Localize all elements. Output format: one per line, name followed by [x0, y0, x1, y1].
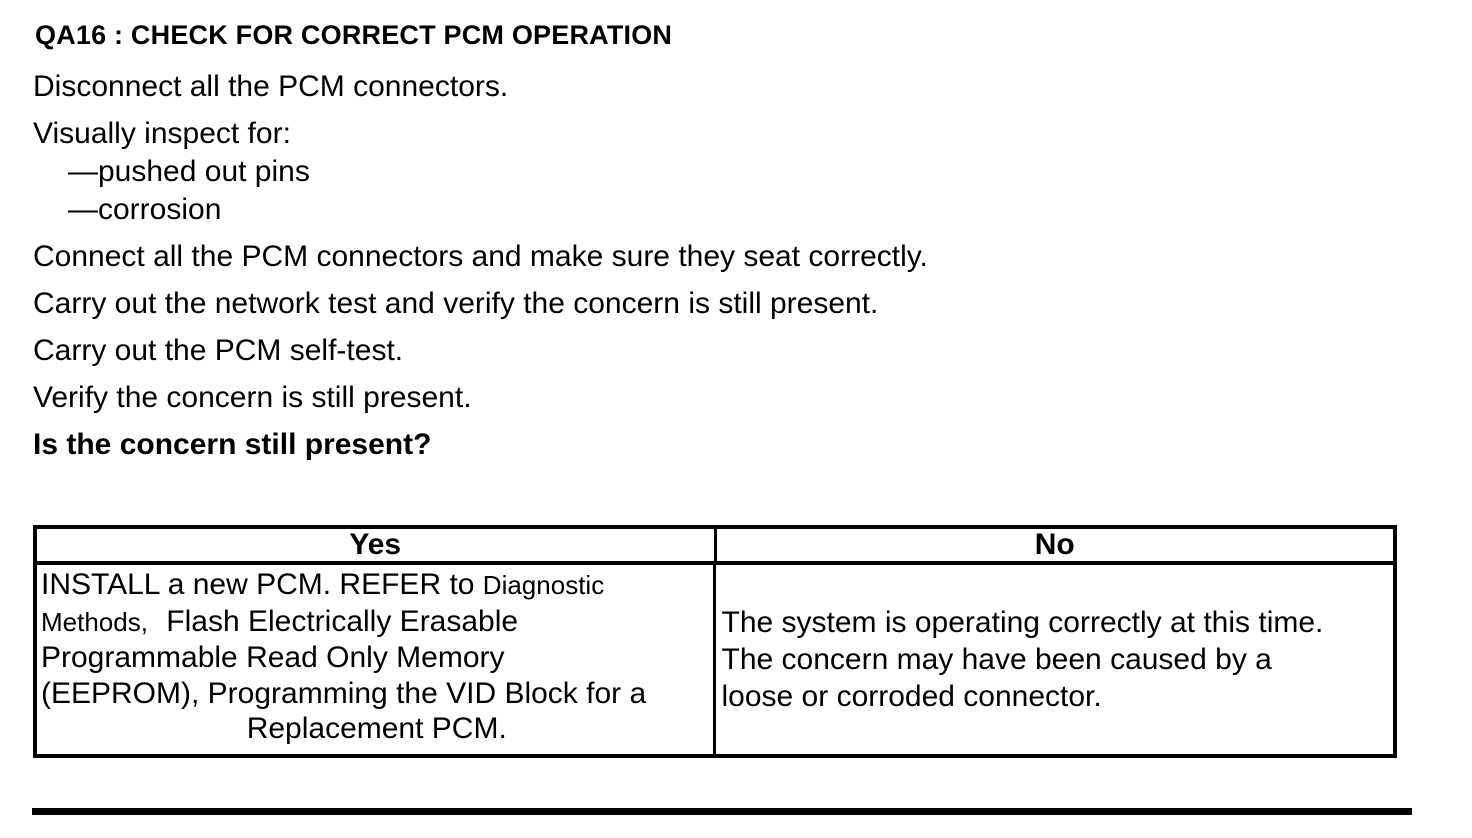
yes-action-line: (EEPROM), Programming the VID Block for … — [41, 676, 647, 710]
procedure-content: QA16 : CHECK FOR CORRECT PCM OPERATION D… — [33, 0, 1413, 758]
no-action-line: loose or corroded connector. — [721, 680, 1102, 713]
step-verify: Verify the concern is still present. — [33, 381, 472, 414]
yes-column-header: Yes — [37, 528, 717, 561]
yes-action-line: Replacement PCM. — [246, 712, 507, 745]
procedure-heading: QA16 : CHECK FOR CORRECT PCM OPERATION — [35, 20, 673, 50]
page-bottom-rule — [32, 808, 1412, 815]
no-column-header: No — [1034, 528, 1075, 561]
yes-action-line: Methods, Flash Electrically Erasable — [41, 604, 713, 641]
step-disconnect: Disconnect all the PCM connectors. — [33, 70, 509, 103]
decision-table-header-row: Yes No — [37, 528, 1393, 565]
no-action-line: The system is operating correctly at thi… — [721, 606, 1324, 639]
yes-action-text: INSTALL a new PCM. REFER to — [41, 568, 483, 601]
decision-table-body-row: INSTALL a new PCM. REFER to Diagnostic M… — [37, 565, 1393, 754]
decision-question: Is the concern still present? — [33, 428, 432, 461]
no-action-line: The concern may have been caused by a — [721, 643, 1272, 676]
yes-action-line: INSTALL a new PCM. REFER to Diagnostic — [41, 567, 713, 604]
refer-link-text: Diagnostic — [482, 570, 605, 600]
step-self-test: Carry out the PCM self-test. — [33, 334, 404, 367]
step-inspect-intro: Visually inspect for: — [33, 117, 291, 150]
no-action-cell: The system is operating correctly at thi… — [716, 565, 1394, 754]
decision-table: Yes No INSTALL a new PCM. REFER to Diagn… — [33, 525, 1397, 758]
step-network-test: Carry out the network test and verify th… — [33, 287, 879, 320]
inspect-item-corrosion: —corrosion — [68, 193, 222, 226]
inspect-item-pushed-pins: —pushed out pins — [68, 155, 310, 188]
yes-action-text: Flash Electrically Erasable — [157, 604, 519, 638]
step-connect: Connect all the PCM connectors and make … — [33, 240, 928, 273]
refer-link-text: Methods, — [41, 606, 148, 637]
yes-action-line: Programmable Read Only Memory — [41, 641, 505, 674]
yes-action-cell: INSTALL a new PCM. REFER to Diagnostic M… — [37, 565, 716, 754]
